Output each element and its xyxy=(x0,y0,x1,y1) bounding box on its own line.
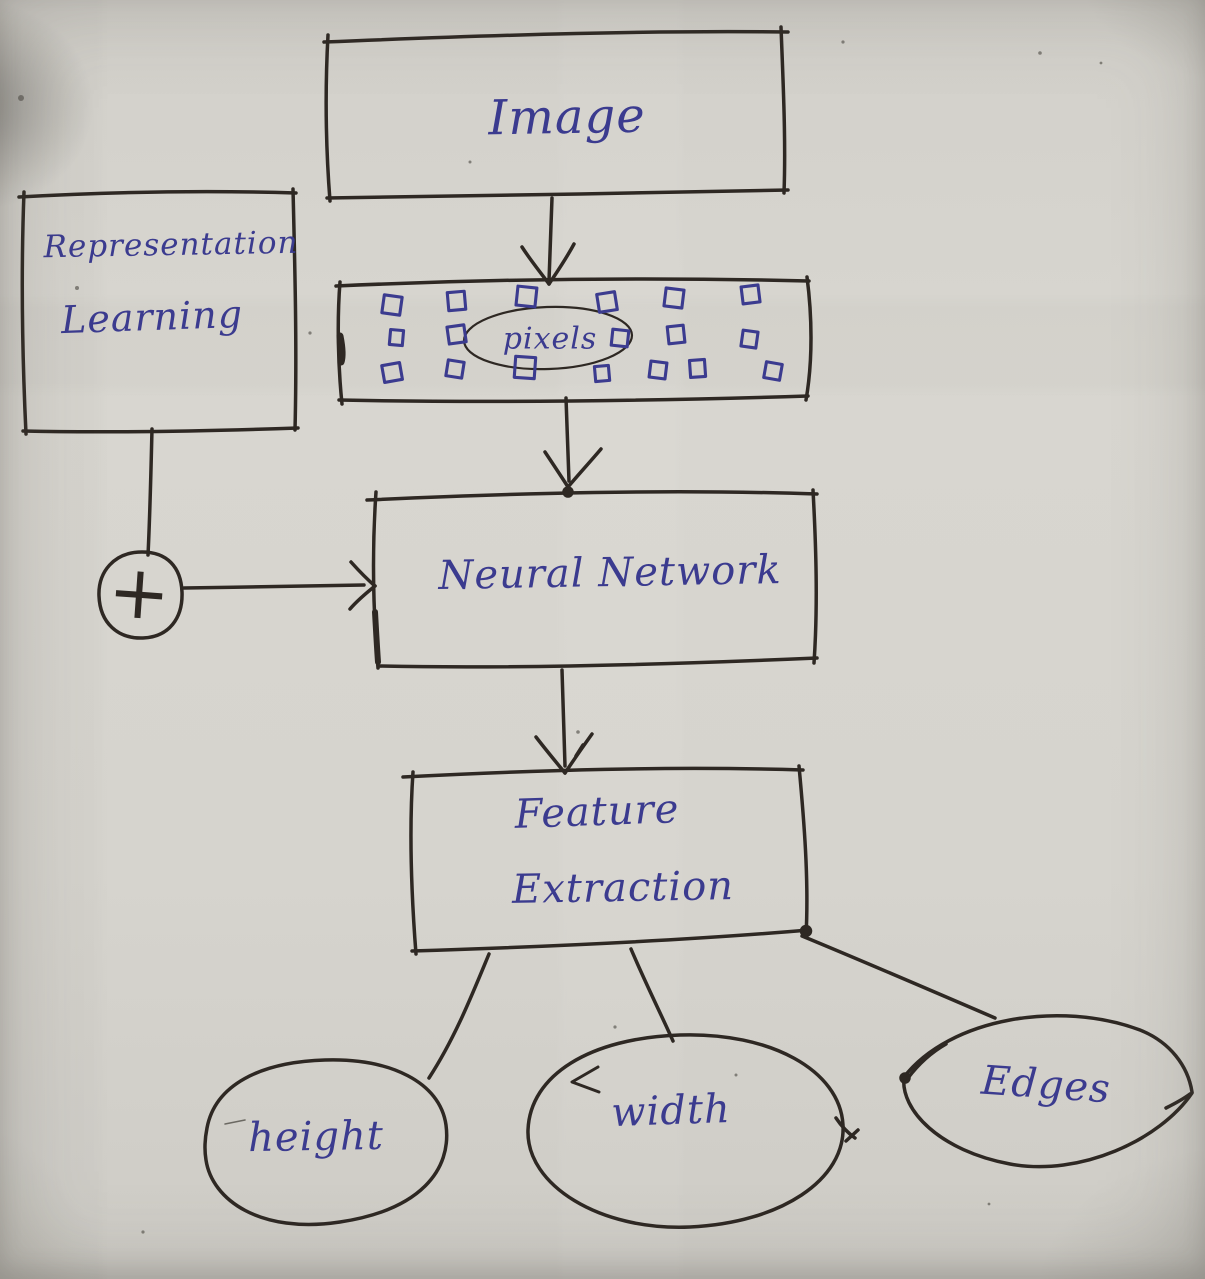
node-label-representation-line1: Representation xyxy=(43,224,299,266)
node-label-pixels: pixels xyxy=(502,321,598,357)
node-label-extraction: Extraction xyxy=(511,863,735,913)
line-feature-extraction-to-height xyxy=(427,952,491,1080)
arrow-plus-to-neural-network xyxy=(182,560,377,611)
arrow-neural-network-to-feature-extraction xyxy=(534,668,594,775)
node-label-width: width xyxy=(610,1085,732,1137)
node-label-image: Image xyxy=(487,87,647,147)
pixels-box-outline xyxy=(334,275,813,406)
node-label-height: height xyxy=(247,1112,385,1162)
line-representation-to-plus xyxy=(146,427,154,557)
width-ellipse-outline xyxy=(526,1033,860,1229)
line-feature-extraction-to-edges xyxy=(800,934,997,1020)
plus-node-circle xyxy=(97,550,184,640)
paper-specks xyxy=(18,40,1103,1234)
node-label-neural-network: Neural Network xyxy=(437,547,783,599)
representation-learning-box-outline xyxy=(17,187,300,436)
line-feature-extraction-to-width xyxy=(629,947,675,1043)
node-label-edges: Edges xyxy=(979,1057,1113,1113)
neural-network-box-outline xyxy=(365,488,819,670)
feature-extraction-box-outline xyxy=(401,764,813,956)
height-ellipse-outline xyxy=(203,1058,449,1227)
arrow-image-to-pixels xyxy=(520,196,576,286)
pixel-squares xyxy=(380,283,784,384)
arrow-pixels-to-neural-network xyxy=(543,396,603,498)
node-label-representation-line2: Learning xyxy=(60,291,244,343)
edges-ellipse-outline xyxy=(899,1014,1194,1169)
node-label-feature: Feature xyxy=(513,786,681,838)
plus-sign: + xyxy=(105,548,173,638)
image-box-outline xyxy=(322,25,790,203)
